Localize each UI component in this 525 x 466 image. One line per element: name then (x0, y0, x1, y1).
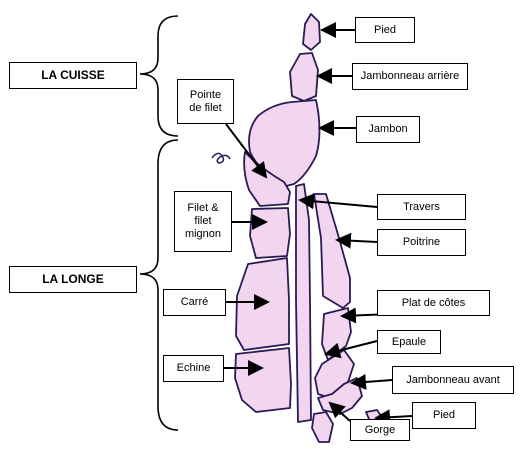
arrow-poitrine (337, 240, 377, 242)
label-carre: Carré (163, 289, 226, 316)
cut-poitrine (314, 194, 350, 308)
section-la-cuisse: LA CUISSE (9, 62, 137, 89)
label-pied-top: Pied (355, 17, 415, 43)
label-poitrine: Poitrine (377, 229, 466, 256)
label-plat-cotes: Plat de côtes (377, 290, 490, 316)
label-jambon: Jambon (356, 116, 420, 143)
label-jambonneau-avant: Jambonneau avant (392, 366, 514, 394)
cut-echine (235, 348, 291, 412)
cut-carre (236, 258, 289, 350)
section-la-longe: LA LONGE (9, 266, 137, 293)
label-echine: Echine (163, 355, 224, 382)
cut-pied-top (303, 14, 320, 50)
longe-brace (140, 140, 178, 430)
tail-curl (212, 153, 230, 163)
cut-jambonneau-arriere (290, 53, 318, 101)
label-filet: Filet & filet mignon (174, 191, 232, 252)
cuisse-brace (140, 16, 178, 136)
label-travers: Travers (377, 194, 466, 220)
cut-filet (250, 208, 290, 258)
cut-travers (296, 184, 311, 422)
label-pointe-filet: Pointe de filet (177, 79, 234, 124)
label-epaule: Epaule (377, 330, 441, 354)
arrow-travers (300, 200, 377, 207)
label-pied-bottom: Pied (412, 402, 476, 429)
label-gorge: Gorge (350, 419, 410, 441)
label-jambonneau-arriere: Jambonneau arrière (352, 63, 468, 90)
cut-gorge (312, 412, 333, 442)
